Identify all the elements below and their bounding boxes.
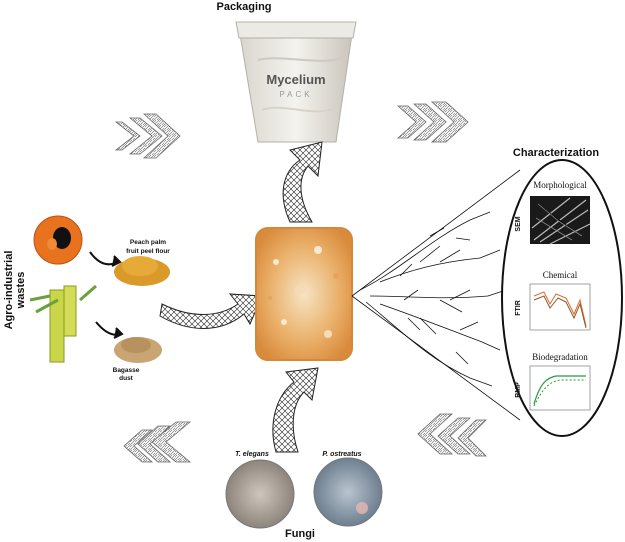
waste-arrows bbox=[89, 251, 124, 339]
fungi-label-t-elegans: T. elegans bbox=[235, 451, 269, 458]
chevrons-bottom-right bbox=[417, 413, 487, 457]
cup-subbrand: PACK bbox=[279, 90, 312, 99]
arrow-from-wastes bbox=[159, 293, 263, 329]
waste-label-bagasse-2: dust bbox=[119, 375, 134, 382]
sugarcane-stalk bbox=[29, 284, 97, 363]
mycelium-composite bbox=[255, 227, 353, 361]
ftir-plot bbox=[529, 283, 591, 331]
char-biodegradation-title: Biodegradation bbox=[532, 352, 588, 362]
fungi-label-p-ostreatus: P. ostreatus bbox=[322, 451, 361, 458]
arrow-to-packaging bbox=[282, 141, 323, 223]
section-fungi: Fungi bbox=[285, 528, 315, 540]
waste-label-peach-2: fruit peel flour bbox=[126, 248, 170, 255]
section-characterization: Characterization bbox=[513, 147, 599, 159]
arrow-from-fungi bbox=[272, 367, 319, 453]
char-bmp-label: BMP bbox=[515, 382, 522, 398]
agro-wastes-line2: wastes bbox=[15, 272, 27, 310]
chevrons-bottom-left bbox=[123, 421, 192, 463]
section-agro-wastes: Agro-industrial wastes bbox=[3, 251, 27, 330]
agro-wastes-line1: Agro-industrial bbox=[3, 251, 15, 330]
char-chemical-title: Chemical bbox=[543, 270, 578, 280]
mycelium-network bbox=[351, 169, 521, 421]
chevrons-top-left bbox=[114, 113, 181, 159]
char-sem-label: SEM bbox=[515, 216, 522, 231]
section-packaging: Packaging bbox=[216, 1, 271, 13]
peach-palm-fruit bbox=[33, 215, 83, 265]
waste-label-bagasse-1: Bagasse bbox=[113, 367, 140, 374]
char-morphological-title: Morphological bbox=[533, 180, 587, 190]
fungi-dish-p-ostreatus bbox=[313, 457, 383, 527]
peach-palm-flour bbox=[114, 256, 170, 286]
mycelium-cup: Mycelium PACK bbox=[235, 21, 357, 143]
waste-label-peach-1: Peach palm bbox=[130, 239, 166, 246]
bagasse-dust bbox=[114, 337, 162, 363]
chevrons-top-right bbox=[396, 101, 469, 143]
fungi-dish-t-elegans bbox=[225, 459, 295, 529]
cup-brand: Mycelium bbox=[266, 72, 325, 87]
char-ftir-label: FTIR bbox=[515, 300, 522, 316]
characterization-panel bbox=[501, 159, 623, 437]
bmp-plot bbox=[529, 365, 591, 411]
